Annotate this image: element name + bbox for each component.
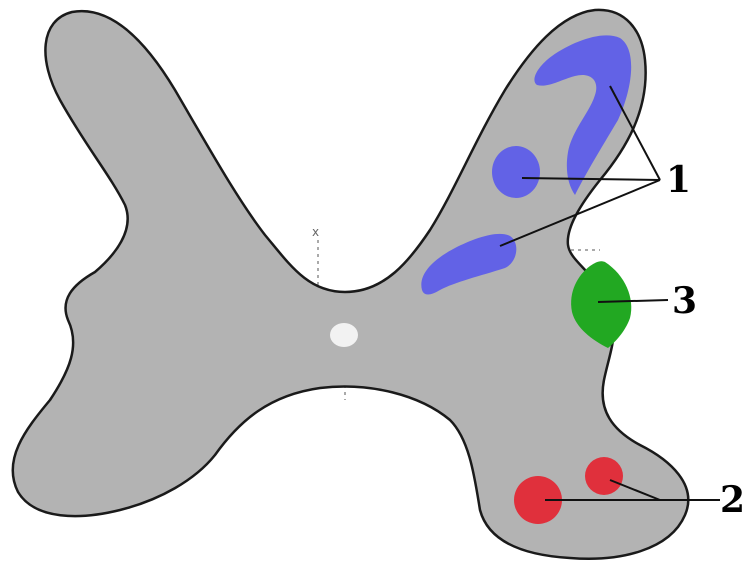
label-2: 2 [720,479,745,521]
label-3: 3 [672,280,697,322]
label-1: 1 [666,159,691,201]
small-x-mark: x [312,225,319,239]
blue-round-region [492,146,540,198]
red-small-circle [585,457,623,495]
central-canal [330,323,358,347]
